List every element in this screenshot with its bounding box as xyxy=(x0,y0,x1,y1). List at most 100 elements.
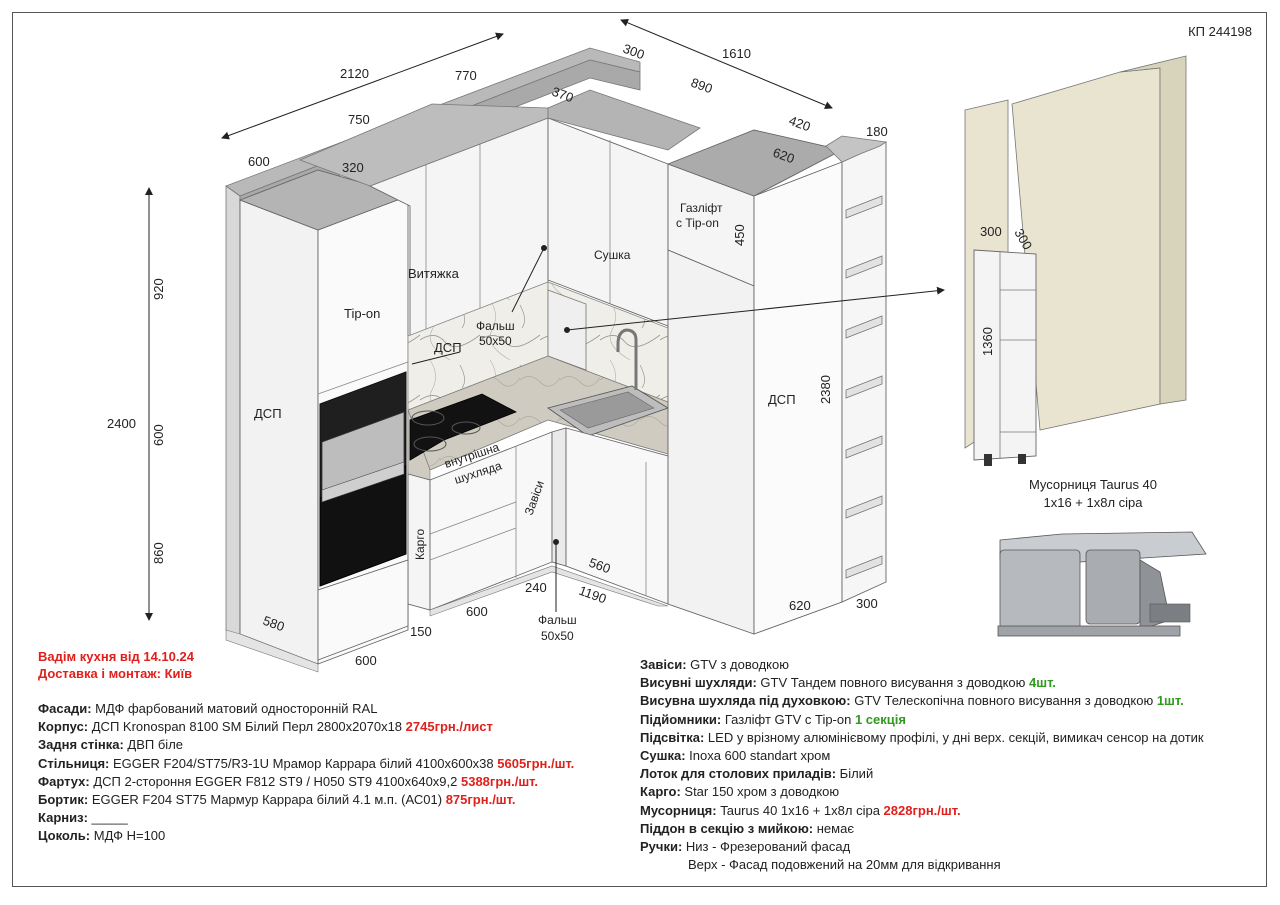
dim-bin-300a: 300 xyxy=(980,224,1002,239)
spec-row: Висувна шухляда під духовкою: GTV Телеск… xyxy=(640,692,1204,710)
spec-key: Карниз: xyxy=(38,810,88,826)
spec-value: Низ - Фрезерований фасад xyxy=(682,839,851,855)
dim-620-bottom: 620 xyxy=(789,598,811,613)
label-dsp-panel: ДСП xyxy=(434,340,462,355)
dim-180: 180 xyxy=(866,124,888,139)
dimension-labels: 2120 770 750 600 320 370 300 1610 890 42… xyxy=(107,41,1035,668)
spec-value: Taurus 40 1х16 + 1х8л сіра xyxy=(716,802,884,818)
spec-key: Стільниця: xyxy=(38,755,110,771)
cabinet-structure xyxy=(225,47,888,673)
spec-value: Білий xyxy=(836,766,874,782)
spec-key: Лоток для столових приладів: xyxy=(640,766,837,782)
dim-370: 370 xyxy=(550,84,576,106)
spec-key: Корпус: xyxy=(38,719,89,735)
order-info-line1: Вадім кухня від 14.10.24 xyxy=(38,649,194,664)
dim-600-mid: 600 xyxy=(151,424,166,446)
dimension-lines xyxy=(145,19,833,621)
trash-bin-caption-line2: 1х16 + 1х8л сіра xyxy=(1043,495,1143,510)
spec-key: Сушка: xyxy=(640,748,686,764)
dim-1610: 1610 xyxy=(722,46,751,61)
dim-240: 240 xyxy=(525,580,547,595)
spec-value: Газліфт GTV с Tip-on xyxy=(721,711,855,727)
spec-key: Висувні шухляди: xyxy=(640,675,757,691)
label-dsp-left: ДСП xyxy=(254,406,282,421)
dim-450: 450 xyxy=(732,224,747,246)
spec-key: Завіси: xyxy=(640,657,687,672)
spec-value: EGGER F204 ST75 Мармур Каррара білий 4.1… xyxy=(88,792,446,808)
spec-value: МДФ H=100 xyxy=(90,828,166,844)
spec-row: Завіси: GTV з доводкою xyxy=(640,656,1204,674)
spec-row: Підйомники: Газліфт GTV с Tip-on 1 секці… xyxy=(640,711,1204,729)
drawing-frame xyxy=(12,12,1267,887)
spec-price: 4шт. xyxy=(1029,675,1056,691)
dim-600-bottom: 600 xyxy=(466,604,488,619)
spec-key: Задня стінка: xyxy=(38,737,124,753)
dim-320: 320 xyxy=(342,160,364,175)
order-info: Вадім кухня від 14.10.24 Доставка і монт… xyxy=(38,648,194,682)
dim-920: 920 xyxy=(151,278,166,300)
spec-value: GTV Тандем повного висування з доводкою xyxy=(756,675,1030,691)
dim-890: 890 xyxy=(689,75,715,97)
trash-bin-caption-line1: Мусорниця Taurus 40 xyxy=(1028,477,1158,492)
project-code: КП 244198 xyxy=(1188,24,1252,39)
dim-580: 580 xyxy=(261,613,287,635)
spec-row: Бортик: EGGER F204 ST75 Мармур Каррара б… xyxy=(38,791,574,809)
spec-row: Карниз: _____ xyxy=(38,809,574,827)
dim-600-base: 600 xyxy=(355,653,377,668)
spec-row: Карго: Star 150 хром з доводкою xyxy=(640,783,1204,801)
spec-value: GTV з доводкою xyxy=(686,657,789,672)
dim-620-top: 620 xyxy=(771,145,797,167)
dim-2380: 2380 xyxy=(818,375,833,404)
spec-key: Висувна шухляда під духовкою: xyxy=(640,693,851,709)
order-info-line2: Доставка і монтаж: Київ xyxy=(38,666,193,681)
spec-price: 1 секція xyxy=(854,711,906,727)
spec-price: 2828грн./шт. xyxy=(883,802,961,818)
spec-row: Задня стінка: ДВП біле xyxy=(38,736,574,754)
label-gaslift-1: Газліфт xyxy=(680,201,723,215)
dim-770: 770 xyxy=(455,68,477,83)
spec-key: Фасади: xyxy=(38,701,92,716)
dim-2400: 2400 xyxy=(107,416,136,431)
spec-row: Корпус: ДСП Kronospan 8100 SM Білий Перл… xyxy=(38,718,574,736)
spec-value: немає xyxy=(813,820,854,836)
dim-300-bottom: 300 xyxy=(856,596,878,611)
spec-key: Підйомники: xyxy=(640,711,722,727)
spec-price: 875грн./шт. xyxy=(445,792,516,808)
spec-key: Цоколь: xyxy=(38,828,91,844)
dim-750: 750 xyxy=(348,112,370,127)
spec-value: GTV Телескопічна повного висування з дов… xyxy=(850,693,1157,709)
label-dsp-right: ДСП xyxy=(768,392,796,407)
spec-row: Фартух: ДСП 2-стороння EGGER F812 ST9 / … xyxy=(38,773,574,791)
trash-bin-product xyxy=(997,531,1207,637)
open-shelves xyxy=(845,195,883,579)
dim-600-top: 600 xyxy=(248,154,270,169)
spec-price: 1шт. xyxy=(1156,693,1184,709)
spec-row: Фасади: МДФ фарбований матовий односторо… xyxy=(38,700,574,718)
spec-key: Бортик: xyxy=(38,792,89,808)
spec-key: Мусорниця: xyxy=(640,802,717,818)
label-false-panel-bottom-2: 50х50 xyxy=(541,629,574,643)
spec-price: 2745грн./лист xyxy=(405,719,493,735)
label-hood: Витяжка xyxy=(408,266,460,281)
spec-row: Висувні шухляди: GTV Тандем повного вису… xyxy=(640,674,1204,692)
dim-300-top: 300 xyxy=(621,41,647,63)
spec-value: _____ xyxy=(87,810,128,826)
spec-row-handles-top: Верх - Фасад подовжений на 20мм для відк… xyxy=(688,857,1001,873)
label-dryer: Сушка xyxy=(594,248,631,262)
spec-list-left: Фасади: МДФ фарбований матовий односторо… xyxy=(38,700,574,846)
spec-value: ДСП Kronospan 8100 SM Білий Перл 2800х20… xyxy=(88,719,406,735)
spec-value: Star 150 хром з доводкою xyxy=(680,784,840,800)
label-false-panel-top-2: 50х50 xyxy=(479,334,512,348)
spec-row: Лоток для столових приладів: Білий xyxy=(640,765,1204,783)
spec-value: ДСП 2-стороння EGGER F812 ST9 / H050 ST9… xyxy=(89,773,461,789)
spec-key: Фартух: xyxy=(38,773,90,789)
spec-price: 5605грн./шт. xyxy=(497,755,575,771)
spec-value: Inoxa 600 standart хром xyxy=(685,748,831,764)
spec-row: Мусорниця: Taurus 40 1х16 + 1х8л сіра 28… xyxy=(640,802,1204,820)
leader-lines xyxy=(411,245,945,612)
trash-bin-cabinet-detail xyxy=(964,55,1187,466)
label-tip-on: Tip-on xyxy=(344,306,380,321)
dim-bin-1360: 1360 xyxy=(980,327,995,356)
